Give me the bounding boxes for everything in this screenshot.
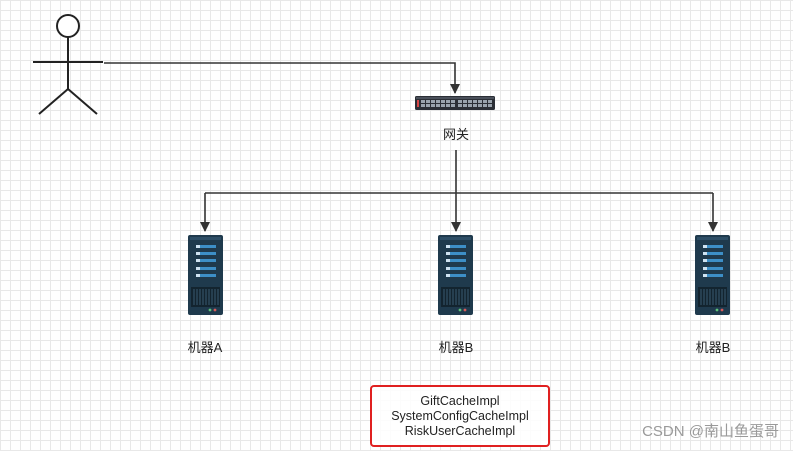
network-switch-icon — [415, 96, 495, 110]
connector-lines — [104, 62, 718, 232]
note-line: SystemConfigCacheImpl — [391, 408, 529, 423]
note-line: RiskUserCacheImpl — [404, 423, 516, 438]
note-line: GiftCacheImpl — [420, 393, 500, 408]
actor-to-gateway-edge — [104, 62, 460, 94]
watermark: CSDN @南山鱼蛋哥 — [642, 423, 779, 440]
gateway-label: 网关 — [442, 127, 470, 142]
machine-b-label: 机器B — [438, 340, 474, 355]
cache-classes-note: GiftCacheImpl SystemConfigCacheImpl Risk… — [370, 385, 550, 447]
actor-icon — [33, 14, 103, 115]
server-rack-icon — [188, 235, 223, 315]
server-rack-icon — [437, 234, 474, 316]
machine-a-label: 机器A — [187, 340, 223, 355]
machine-c-label: 机器B — [695, 340, 731, 355]
server-rack-icon — [694, 234, 731, 316]
